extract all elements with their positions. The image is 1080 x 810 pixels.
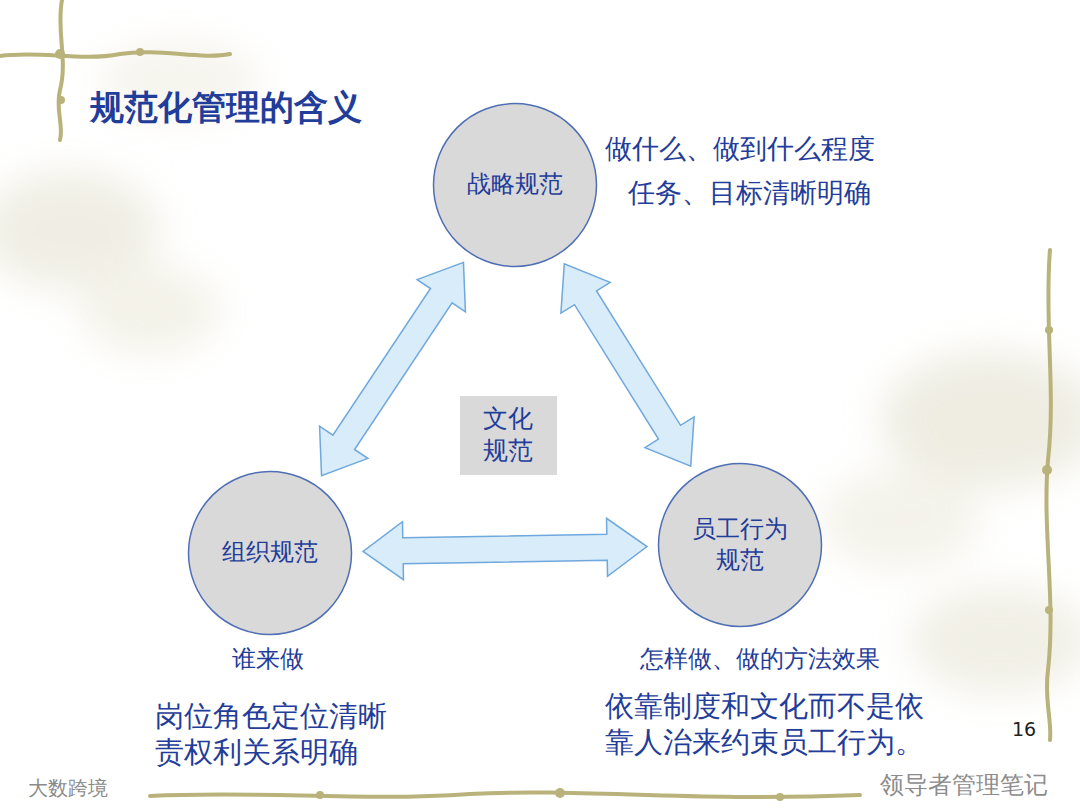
annotation: 岗位角色定位清晰 责权利关系明确 (155, 698, 417, 771)
node-label: 战略规范 (467, 169, 563, 200)
culture-box: 文化 规范 (460, 396, 557, 475)
node-label: 员工行为 规范 (688, 514, 791, 576)
watermark: 大数跨境 (28, 776, 108, 801)
annotation: 做什么、做到什么程度 (605, 132, 875, 166)
page-number: 16 (1012, 718, 1036, 742)
block-arrow (363, 518, 647, 579)
vine-knots (55, 48, 1053, 801)
organization-circle: 组织规范 (187, 470, 353, 636)
flower-shadow (0, 40, 1080, 695)
annotation: 谁来做 (232, 644, 304, 674)
slide-title: 规范化管理的含义 (90, 86, 362, 129)
annotation: 任务、目标清晰明确 (628, 176, 871, 210)
annotation: 依靠制度和文化而不是依靠人治来约束员工行为。 (605, 688, 945, 761)
strategy-circle: 战略规范 (432, 102, 598, 268)
node-label: 组织规范 (222, 537, 318, 568)
node-label: 文化 规范 (479, 403, 537, 468)
block-arrow (561, 264, 694, 466)
behavior-circle: 员工行为 规范 (657, 462, 823, 628)
annotation: 怎样做、做的方法效果 (640, 644, 880, 674)
watermark: 领导者管理笔记 (880, 770, 1048, 800)
vine-border (0, 0, 1051, 797)
block-arrow (320, 262, 466, 475)
circle-outline (657, 462, 823, 628)
